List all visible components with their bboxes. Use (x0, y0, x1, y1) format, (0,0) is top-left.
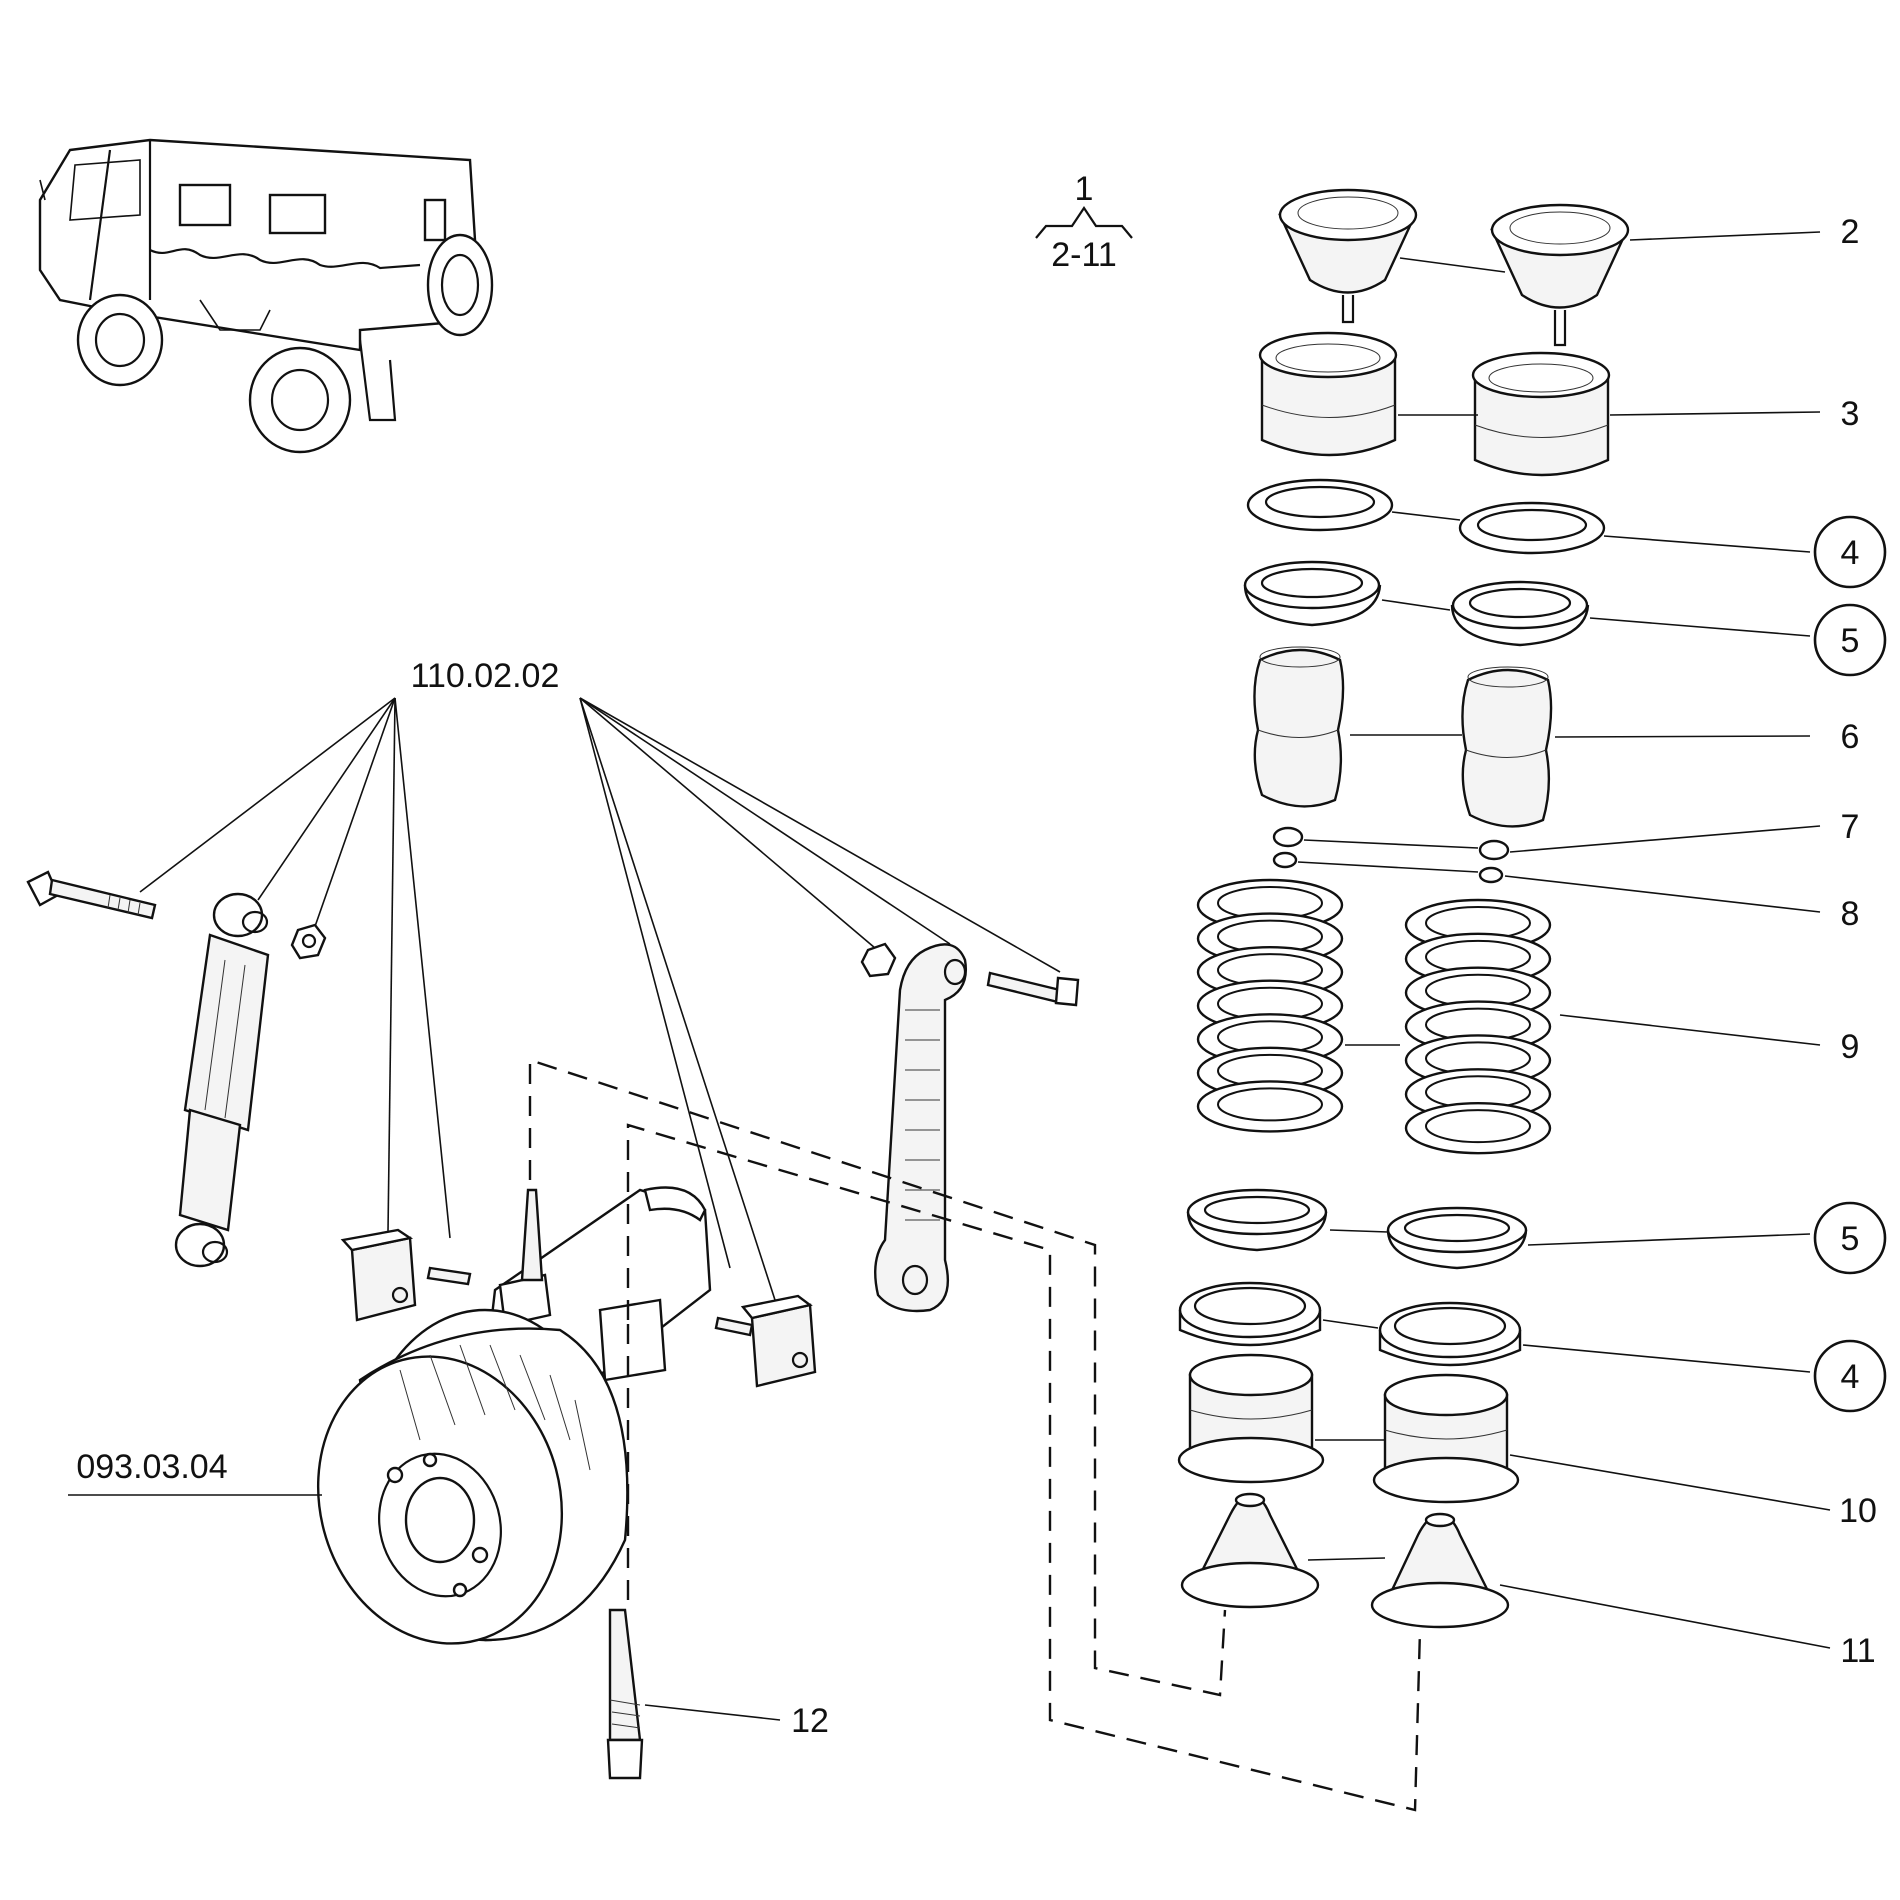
callout-5-upper: 5 (1841, 622, 1860, 660)
pin-right (714, 1316, 754, 1337)
nut-right (1478, 839, 1510, 884)
brake-drum (316, 1308, 629, 1645)
stud-upper (520, 1188, 544, 1282)
spring-coil-inner (1425, 1109, 1531, 1144)
dashed-routing (528, 1058, 1422, 1812)
rubber-block-right (740, 1294, 817, 1388)
link-nut (860, 942, 897, 978)
callout-12: 12 (791, 1702, 829, 1740)
callout-4-upper: 4 (1841, 534, 1860, 572)
callout-7: 7 (1841, 808, 1860, 846)
coil-spring-left (1196, 878, 1344, 1133)
lower-cup-right (1372, 1373, 1520, 1504)
vehicle-illustration (38, 138, 494, 454)
coil-spring-right (1404, 898, 1552, 1155)
upper-ring-right (1458, 501, 1606, 555)
bump-stop-right (1461, 666, 1553, 828)
callout-5-lower: 5 (1841, 1220, 1860, 1258)
upper-spring-seat-left (1243, 560, 1382, 627)
upper-bush-right (1471, 351, 1611, 477)
callout-3: 3 (1841, 395, 1860, 433)
shock-absorber (174, 892, 270, 1268)
callout-4-lower: 4 (1841, 1358, 1860, 1396)
upper-spring-seat-right (1450, 580, 1590, 647)
group-top-label: 1 (1075, 170, 1094, 208)
top-mount-cup-left (1278, 188, 1418, 324)
spring-coil-inner (1217, 1087, 1323, 1122)
top-mount-cup-right (1490, 203, 1630, 347)
ref-mount-leaders (139, 697, 1061, 1301)
callout-11: 11 (1840, 1632, 1875, 1670)
small-nut-left (290, 923, 327, 960)
lower-boot-right (1370, 1512, 1510, 1629)
upper-bush-left (1258, 331, 1398, 457)
lower-ring-right (1378, 1301, 1522, 1367)
group-header: 1 2-11 (1035, 170, 1133, 274)
callouts: 2 3 4 5 6 7 8 9 5 4 10 11 12 (791, 213, 1887, 1740)
link-bolt (986, 971, 1080, 1007)
group-range-label: 2-11 (1051, 236, 1117, 274)
stud-lower (606, 1608, 644, 1780)
ref-mount-group: 110.02.02 (411, 657, 560, 695)
rubber-block-left (340, 1228, 417, 1322)
upper-ring-left (1246, 478, 1394, 532)
callout-2: 2 (1841, 213, 1860, 251)
callout-6: 6 (1841, 718, 1860, 756)
callout-8: 8 (1841, 895, 1860, 933)
group-bracket (1035, 206, 1133, 239)
long-bolt-left (26, 870, 157, 920)
lower-spring-seat-right (1386, 1206, 1528, 1270)
callout-10: 10 (1839, 1492, 1877, 1530)
ref-drum-group: 093.03.04 (76, 1448, 227, 1486)
callout-9: 9 (1841, 1028, 1860, 1066)
torque-link (874, 943, 967, 1313)
lower-boot-left (1180, 1492, 1320, 1609)
lower-spring-seat-left (1186, 1188, 1328, 1252)
pin-left (426, 1266, 472, 1286)
bump-stop-left (1253, 646, 1345, 808)
nut-left (1272, 826, 1304, 869)
lower-cup-left (1177, 1353, 1325, 1484)
lower-ring-left (1178, 1281, 1322, 1347)
